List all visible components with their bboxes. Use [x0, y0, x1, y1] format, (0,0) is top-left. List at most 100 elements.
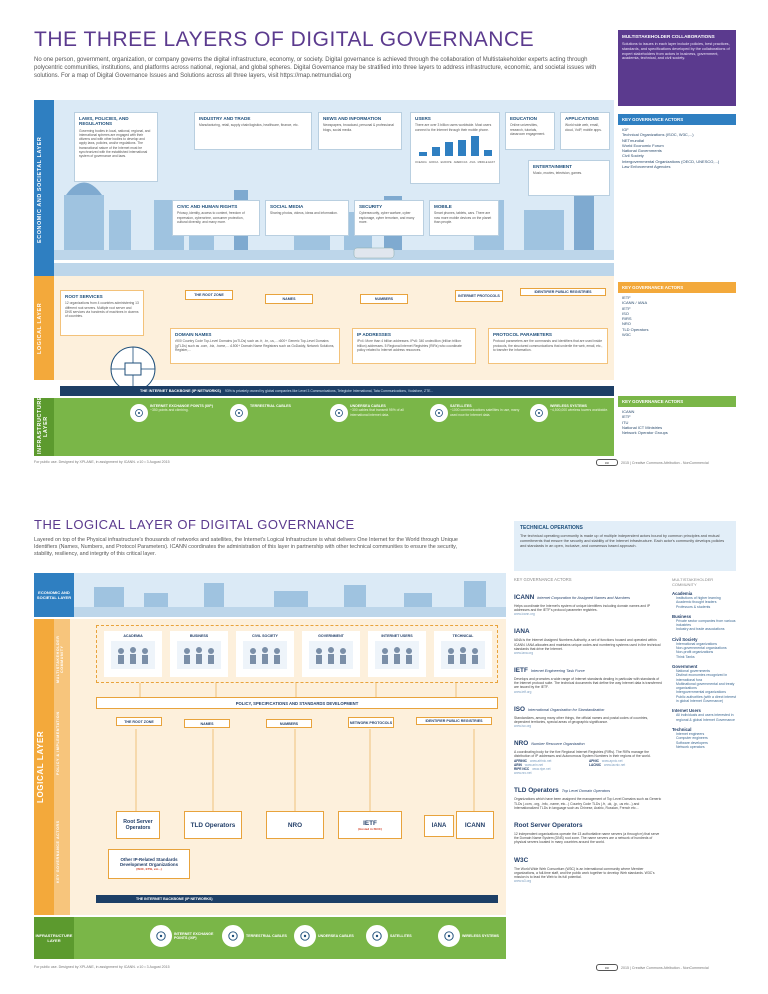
card-protocol-parameters: PROTOCOL PARAMETERS Protocol parameters … [488, 328, 608, 364]
infra-item-title: SATELLITES [450, 404, 472, 408]
p2-pill-names: NAMES [184, 719, 230, 728]
card-users-title: USERS [415, 116, 431, 121]
key-actor-item: TLD Operators [622, 326, 649, 332]
pill-protocols: INTERNET PROTOCOLS [455, 290, 503, 302]
card-industry-title: INDUSTRY AND TRADE [199, 116, 251, 121]
pill-identifier-registries: IDENTIFIER PUBLIC REGISTRIES [520, 288, 606, 296]
card-mobile: MOBILE Smart phones, tablets, cars. Ther… [429, 200, 499, 236]
key-actor-item: IETF [622, 295, 631, 300]
org-other-sdos: Other IP-Related Standards Development O… [108, 849, 190, 879]
actor-link[interactable]: www.nro.net [514, 771, 532, 776]
page-two-title: THE LOGICAL LAYER OF DIGITAL GOVERNANCE [34, 517, 355, 532]
network-hub-icon [110, 346, 156, 392]
card-domain-names: DOMAIN NAMES •900 Country Code Top-Level… [170, 328, 340, 364]
community-group: TECHNICAL [434, 631, 492, 677]
community-group-label: ACADEMIA [123, 634, 143, 638]
key-actor-item: IGF [622, 127, 629, 132]
p2-stakeholders-head: MULTISTAKEHOLDER COMMUNITY [672, 577, 714, 587]
actor-fullname: Top Level Domain Operators [561, 789, 611, 794]
actor-name: W3C [514, 856, 529, 864]
stakeholder-item: Distinct economies recognized in interna… [676, 673, 728, 682]
org-ietf-name: IETF [363, 819, 377, 827]
rir-link[interactable]: www.afrinic.net [529, 759, 552, 764]
card-applications: APPLICATIONS World wide web, email, clou… [560, 112, 610, 150]
infra-layer-band [34, 398, 614, 456]
actor-link[interactable]: www.icann.org [514, 612, 535, 617]
key-actor-item: RIRS [622, 316, 632, 322]
rir-link[interactable]: www.lacnic.net [604, 763, 626, 768]
community-group-label: BUSINESS [189, 634, 209, 638]
card-social-title: SOCIAL MEDIA [270, 204, 304, 209]
page-one-intro: No one person, government, organization,… [34, 57, 597, 79]
p2-policy-label: POLICY & IMPLEMENTATION [56, 711, 60, 775]
rir-link[interactable]: www.ripe.net [532, 767, 551, 772]
p2-infra-label: INFRASTRUCTURE LAYER [35, 933, 73, 943]
key-actor-item: ITU [622, 419, 629, 425]
card-social-text: Sharing photos, videos, ideas and inform… [270, 211, 338, 216]
stakeholder-item: Software developers [676, 740, 708, 745]
card-mobile-text: Smart phones, tablets, cars. There are n… [434, 211, 492, 224]
card-education: EDUCATION Online universities, research,… [505, 112, 555, 150]
actor-link[interactable]: www.w3.org [514, 879, 532, 884]
card-education-text: Online universities, research, tutorials… [510, 123, 546, 136]
p2-policy-bar: POLICY, SPECIFICATIONS AND STANDARDS DEV… [96, 697, 498, 709]
p2-infra-item-title: TERRESTRIAL CABLES [246, 933, 287, 938]
actor-link[interactable]: www.iana.org [514, 651, 534, 656]
rir-link[interactable]: www.apnic.net [601, 759, 623, 764]
backbone-bar: THE INTERNET BACKBONE (IP NETWORKS) 93% … [60, 386, 614, 396]
logical-layer-label: LOGICAL LAYER [37, 302, 43, 354]
key-actor-item: W3C [622, 332, 631, 338]
p2-infra-item-icon [366, 925, 388, 947]
p2-actors-head: KEY GOVERNANCE ACTORS [514, 577, 572, 582]
p2-cc-license-icon: cc [596, 964, 618, 971]
card-civic-text: Privacy, identity, access to content, fr… [177, 211, 245, 224]
card-ip-addresses-title: IP ADDRESSES [357, 332, 391, 337]
card-security-text: Cybersecurity, cyber warfare, cyber espi… [359, 211, 415, 224]
infra-item: SATELLITES~1000 communications satellite… [430, 404, 520, 422]
page-two-intro: Layered on top of the Physical infrastru… [34, 537, 458, 557]
actor-link[interactable]: www.iso.org [514, 724, 532, 729]
card-entertainment-text: Music, movies, television, games. [533, 171, 583, 176]
stakeholder-item: Think Tanks [676, 654, 695, 659]
stakeholder-item: National governments [676, 668, 711, 673]
users-bar [484, 149, 492, 156]
card-entertainment: ENTERTAINMENT Music, movies, television,… [528, 160, 610, 196]
key-actor-item: Law Enforcement Agencies [622, 164, 671, 170]
page-two-footer-left: For public use. Designed by XPLANE, in a… [34, 965, 170, 969]
infra-item-title: UNDERSEA CABLES [350, 404, 386, 408]
card-laws-title: LAWS, POLICIES, AND REGULATIONS [79, 116, 129, 127]
stakeholder-group-title: Academia [672, 591, 693, 596]
page-two: THE LOGICAL LAYER OF DIGITAL GOVERNANCE … [0, 497, 768, 994]
users-label-3: AMERICAS [453, 160, 468, 164]
rir-link[interactable]: www.arin.net [524, 763, 544, 768]
rir-code: APNIC [589, 759, 599, 764]
users-bar [432, 146, 440, 156]
card-domain-names-text: •900 Country Code Top-Level Domains (ccT… [175, 339, 335, 352]
pill-names: NAMES [265, 294, 313, 304]
actor-link[interactable]: www.ietf.org [514, 689, 532, 694]
card-news-title: NEWS AND INFORMATION [323, 116, 382, 121]
infra-item-title: INTERNET EXCHANGE POINTS (IXP) [150, 404, 213, 408]
infra-item-desc: ~4,500,000 wireless towers worldwide. [550, 408, 609, 413]
card-security-title: SECURITY [359, 204, 383, 209]
p2-infra-item-title: INTERNET EXCHANGE POINTS (IXP) [174, 931, 214, 940]
page-one-footer-right-text: 2015 | Creative Commons Attribution - No… [621, 460, 709, 465]
infra-item-text: UNDERSEA CABLES~300 cables that transmit… [350, 404, 420, 417]
p2-infra-item: INTERNET EXCHANGE POINTS (IXP) [150, 925, 218, 947]
card-industry: INDUSTRY AND TRADE Manufacturing, retail… [194, 112, 312, 150]
card-security: SECURITY Cybersecurity, cyber warfare, c… [354, 200, 424, 236]
p2-skyline-illustration [74, 581, 506, 617]
org-other-sdos-sub: (W3C, ETSI, etc...) [136, 867, 162, 871]
actor-name: NRO [514, 740, 529, 748]
key-actor-item: National Governments [622, 148, 662, 154]
